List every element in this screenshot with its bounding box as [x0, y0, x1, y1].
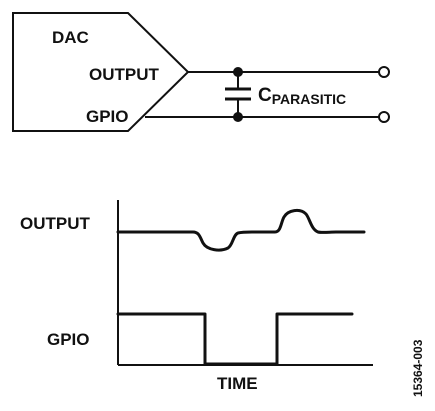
output-terminal — [378, 66, 390, 78]
capacitor-symbol: C — [258, 85, 272, 106]
dac-block — [12, 12, 190, 132]
timing-diagram: OUTPUT GPIO TIME — [20, 200, 373, 393]
capacitor-label: CPARASITIC — [258, 85, 346, 107]
capacitor-subscript: PARASITIC — [272, 91, 346, 107]
gpio-terminal — [378, 111, 390, 123]
dac-label: DAC — [52, 28, 89, 47]
output-waveform — [116, 208, 366, 252]
gpio-trace-label: GPIO — [47, 330, 90, 349]
gpio-pin-label: GPIO — [86, 107, 129, 126]
gpio-waveform — [116, 312, 354, 366]
output-pin-label: OUTPUT — [89, 65, 160, 84]
parasitic-capacitor — [225, 72, 251, 117]
figure-id: 15364-003 — [411, 339, 425, 397]
schematic: DAC OUTPUT GPIO CPARASITIC — [12, 12, 390, 132]
time-axis-label: TIME — [217, 374, 258, 393]
output-trace-label: OUTPUT — [20, 214, 91, 233]
